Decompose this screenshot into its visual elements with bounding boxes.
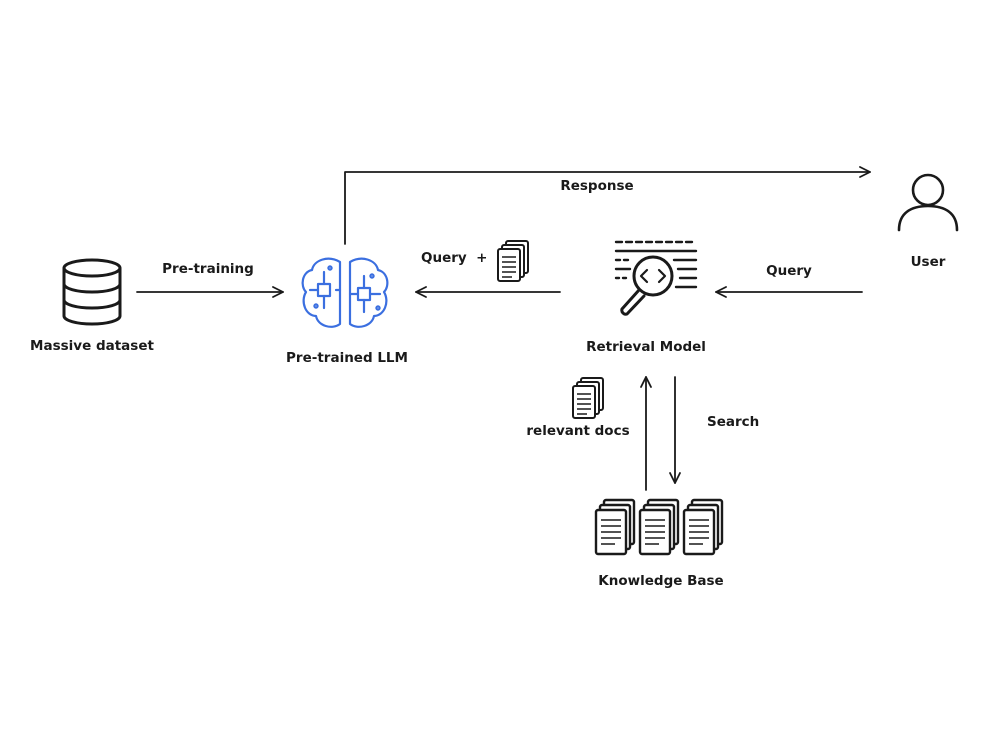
brain-chip-icon	[301, 257, 389, 328]
edge-label-relevant-docs: relevant docs	[526, 423, 630, 439]
retrieval-label: Retrieval Model	[586, 339, 706, 355]
edge-label-pretraining: Pre-training	[162, 261, 254, 277]
database-icon	[62, 258, 122, 326]
user-icon	[897, 173, 959, 232]
edge-label-query-docs: Query +	[421, 250, 488, 266]
dataset-label: Massive dataset	[30, 338, 154, 354]
magnifier-code-icon	[614, 240, 698, 316]
edge-label-user-query: Query	[766, 263, 812, 279]
arrow-response	[344, 166, 871, 245]
llm-label: Pre-trained LLM	[286, 350, 408, 366]
document-stack-icon-relevant	[572, 377, 604, 419]
document-stack-icon-query	[497, 240, 529, 282]
user-label: User	[910, 254, 946, 270]
knowledge-base-icon	[594, 498, 724, 556]
knowledge-base-label: Knowledge Base	[598, 573, 724, 589]
edge-label-response: Response	[560, 178, 634, 194]
edge-label-search: Search	[707, 414, 760, 430]
